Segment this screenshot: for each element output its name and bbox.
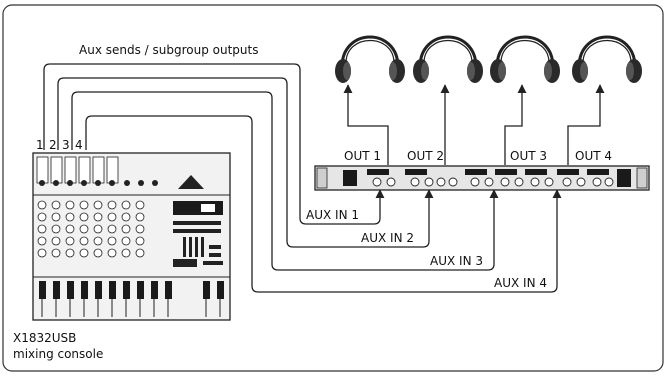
output-label-4: OUT 4	[575, 149, 613, 163]
headphone-amp-rack	[314, 165, 650, 191]
headphones-icon	[333, 35, 407, 85]
send-number-4: 4	[75, 138, 83, 152]
mixing-console	[32, 152, 231, 321]
cable-3	[71, 91, 499, 271]
diagram-frame	[2, 4, 664, 372]
input-label-3: AUX IN 3	[430, 254, 483, 268]
send-number-2: 2	[49, 138, 57, 152]
send-number-1: 1	[36, 138, 44, 152]
headphones-icon	[570, 35, 644, 85]
output-label-2: OUT 2	[407, 149, 445, 163]
send-number-3: 3	[62, 138, 70, 152]
headphones-icon	[488, 35, 562, 85]
input-label-2: AUX IN 2	[361, 231, 414, 245]
diagram-title: Aux sends / subgroup outputs	[79, 43, 259, 57]
console-description: mixing console	[13, 347, 104, 361]
out1-line	[343, 84, 389, 165]
cable-1	[43, 63, 385, 225]
output-label-1: OUT 1	[344, 149, 382, 163]
headphones-icon	[411, 35, 485, 85]
console-model: X1832USB	[13, 331, 77, 345]
input-label-4: AUX IN 4	[494, 276, 547, 290]
cable-4	[85, 115, 562, 293]
output-label-3: OUT 3	[510, 149, 548, 163]
cable-2	[57, 77, 434, 248]
out3-line	[504, 84, 527, 165]
input-label-1: AUX IN 1	[306, 208, 359, 222]
out4-line	[567, 84, 605, 165]
